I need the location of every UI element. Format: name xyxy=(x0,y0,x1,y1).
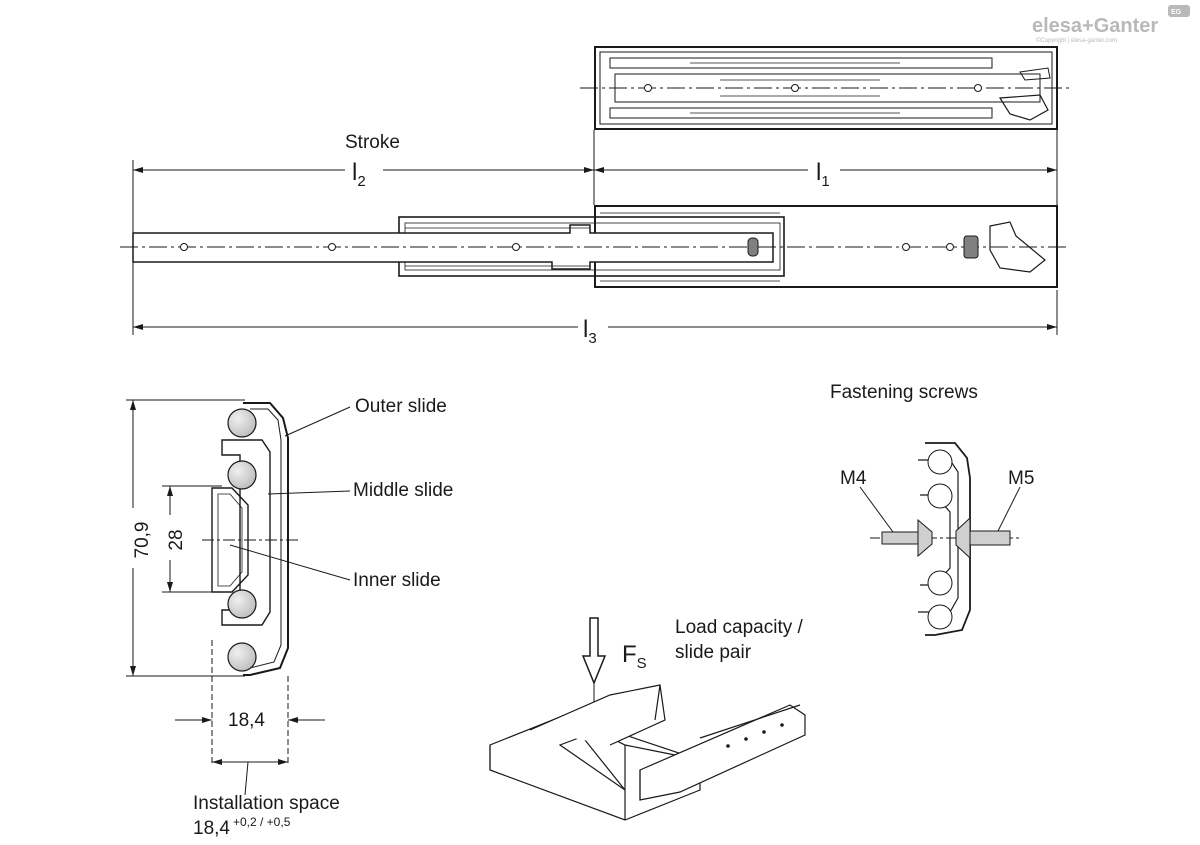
extended-slide-holes xyxy=(180,243,954,251)
fastening-title: Fastening screws xyxy=(830,382,978,403)
dim-l1: l1 xyxy=(816,159,830,190)
stroke-label: Stroke xyxy=(345,132,400,153)
copyright-text: ©Copyright | elesa-ganter.com xyxy=(1036,37,1117,44)
buffer-block-icon xyxy=(963,235,979,259)
installation-space-label: Installation space xyxy=(193,793,340,814)
screw-m5-label: M5 xyxy=(1008,468,1034,489)
extended-slide-view xyxy=(120,205,1070,288)
cross-section-leaders xyxy=(229,406,351,581)
dimension-height xyxy=(126,399,245,677)
screw-m4-icon xyxy=(881,518,933,558)
closed-slide-holes xyxy=(644,84,982,92)
label-inner-slide: Inner slide xyxy=(353,570,441,591)
screw-leaders xyxy=(859,486,1021,533)
cross-section xyxy=(202,402,300,676)
dim-l3: l3 xyxy=(583,316,597,347)
stop-icon xyxy=(1019,67,1051,81)
ball-cage-extended xyxy=(405,212,780,282)
dim-hole-spacing: 28 xyxy=(166,529,187,550)
closed-slide-view xyxy=(580,46,1070,130)
brand-logo: elesa+Ganter EG ©Copyright | elesa-gante… xyxy=(1032,5,1190,44)
dimension-l3 xyxy=(133,290,1058,335)
drawer-holes xyxy=(726,723,784,748)
cross-section-balls xyxy=(227,408,257,672)
dim-width: 18,4 xyxy=(228,710,265,731)
logo-text: elesa+Ganter xyxy=(1032,15,1158,37)
stop-block-icon xyxy=(747,237,759,257)
label-outer-slide: Outer slide xyxy=(355,396,447,417)
brand-badge-icon xyxy=(1168,5,1190,17)
dim-height-total: 70,9 xyxy=(132,522,153,559)
load-capacity-line2: slide pair xyxy=(675,642,752,663)
latch-icon xyxy=(998,94,1049,121)
drawer-isometric xyxy=(489,684,806,821)
dim-l2: l2 xyxy=(352,159,366,190)
dimension-width xyxy=(175,640,325,796)
installation-space-value: 18,4+0,2 / +0,5 xyxy=(193,815,291,839)
ball-cage-top xyxy=(690,62,900,114)
dimension-l2-l1 xyxy=(132,130,1058,335)
force-label: FS xyxy=(622,641,647,672)
label-middle-slide: Middle slide xyxy=(353,480,453,501)
fastening-balls xyxy=(927,449,953,630)
load-capacity-line1: Load capacity / xyxy=(675,617,804,638)
brand-badge: EG xyxy=(1171,9,1182,16)
screw-m5-icon xyxy=(955,516,1011,560)
screw-m4-label: M4 xyxy=(840,468,867,489)
release-lever-icon xyxy=(989,221,1046,273)
